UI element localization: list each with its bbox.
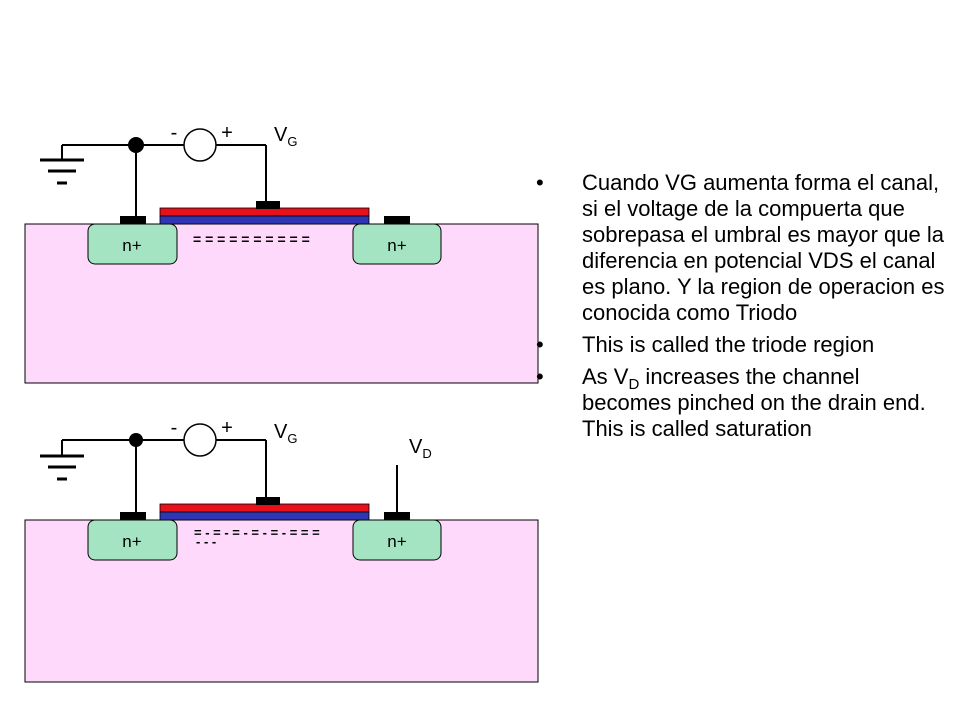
mosfet-diagrams: - + VG n+ n+ = = = = = = = = = = — [24, 122, 539, 683]
drain-label: n+ — [387, 532, 406, 551]
source-label: n+ — [122, 236, 141, 255]
bullet-marker: • — [536, 332, 544, 357]
bullet-item: • Cuando VG aumenta forma el canal, si e… — [536, 170, 951, 326]
vg-minus-sign: - — [171, 417, 178, 439]
drain-label: n+ — [387, 236, 406, 255]
bullet-text: This is called the triode region — [582, 332, 875, 357]
gate-oxide — [159, 511, 370, 521]
vg-plus-sign: + — [221, 417, 233, 439]
gate-contact — [256, 201, 280, 209]
voltage-source-icon — [183, 128, 217, 162]
gate-electrode — [159, 207, 370, 217]
bullet-text: Cuando VG aumenta forma el canal, si el … — [582, 170, 945, 325]
gate-electrode — [159, 503, 370, 513]
ground-icon — [40, 145, 84, 185]
bullet-text: As VD increases the channel becomes pinc… — [582, 364, 926, 441]
source-contact — [120, 216, 146, 224]
vg-plus-sign: + — [221, 122, 233, 144]
mosfet-diagram-saturation: - + VG VD n+ n+ = - = - = - = - = - = = … — [24, 417, 539, 683]
channel-charges-bottom: - - - — [196, 534, 216, 549]
source-label: n+ — [122, 532, 141, 551]
mosfet-diagram-triode: - + VG n+ n+ = = = = = = = = = = — [24, 122, 539, 384]
vd-label: VD — [409, 436, 432, 461]
gate-oxide — [159, 215, 370, 225]
junction-dot — [129, 433, 143, 447]
bullet-item: • As VD increases the channel becomes pi… — [536, 364, 951, 442]
voltage-source-icon — [183, 423, 217, 457]
vg-label: VG — [274, 421, 297, 446]
gate-contact — [256, 497, 280, 505]
drain-contact — [384, 512, 410, 520]
channel-charges: = = = = = = = = = = — [193, 231, 310, 247]
source-contact — [120, 512, 146, 520]
ground-icon — [40, 440, 84, 481]
vg-label: VG — [274, 124, 297, 149]
explanation-list: • Cuando VG aumenta forma el canal, si e… — [536, 170, 951, 448]
bullet-marker: • — [536, 364, 544, 389]
vg-minus-sign: - — [171, 122, 178, 144]
drain-contact — [384, 216, 410, 224]
bullet-item: • This is called the triode region — [536, 332, 951, 358]
channel-charges-top: = - = - = - = - = - = = = — [194, 525, 320, 540]
junction-dot — [128, 137, 144, 153]
bullet-marker: • — [536, 170, 544, 195]
